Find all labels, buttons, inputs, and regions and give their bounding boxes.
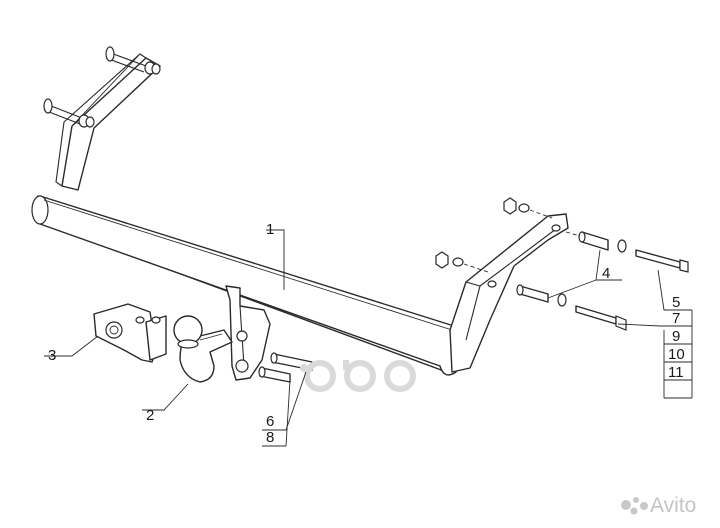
socket-bracket xyxy=(93,303,167,363)
main-cross-beam xyxy=(31,195,569,376)
lower-bolt-set xyxy=(516,284,627,331)
callout-11: 11 xyxy=(668,364,684,381)
callout-8: 8 xyxy=(266,429,274,446)
callout-labels: 1 2 3 4 5 6 7 8 9 10 11 xyxy=(48,221,685,446)
callout-7: 7 xyxy=(672,310,680,327)
ball-mount-bracket xyxy=(225,285,271,381)
callout-10: 10 xyxy=(668,346,685,363)
leader-lines xyxy=(44,229,692,447)
callout-3: 3 xyxy=(48,347,56,364)
callout-1: 1 xyxy=(266,221,274,238)
callout-5: 5 xyxy=(672,294,680,311)
callout-2: 2 xyxy=(146,407,154,424)
right-fasteners xyxy=(435,197,689,331)
upper-bolt-set xyxy=(565,231,689,273)
watermark-logo xyxy=(300,360,416,392)
callout-4: 4 xyxy=(602,265,610,282)
callout-6: 6 xyxy=(266,413,274,430)
bracket-top-bolt xyxy=(105,46,161,75)
left-mounting-bracket xyxy=(43,46,161,191)
avito-brand: Avito xyxy=(650,494,696,517)
watermark: Avito xyxy=(300,360,696,517)
avito-logo: Avito xyxy=(621,494,696,517)
tow-ball xyxy=(173,315,233,383)
callout-9: 9 xyxy=(672,328,680,345)
top-nut-pair xyxy=(503,197,553,219)
middle-nut-pair xyxy=(435,251,489,273)
bracket-lower-bolt xyxy=(43,98,95,128)
